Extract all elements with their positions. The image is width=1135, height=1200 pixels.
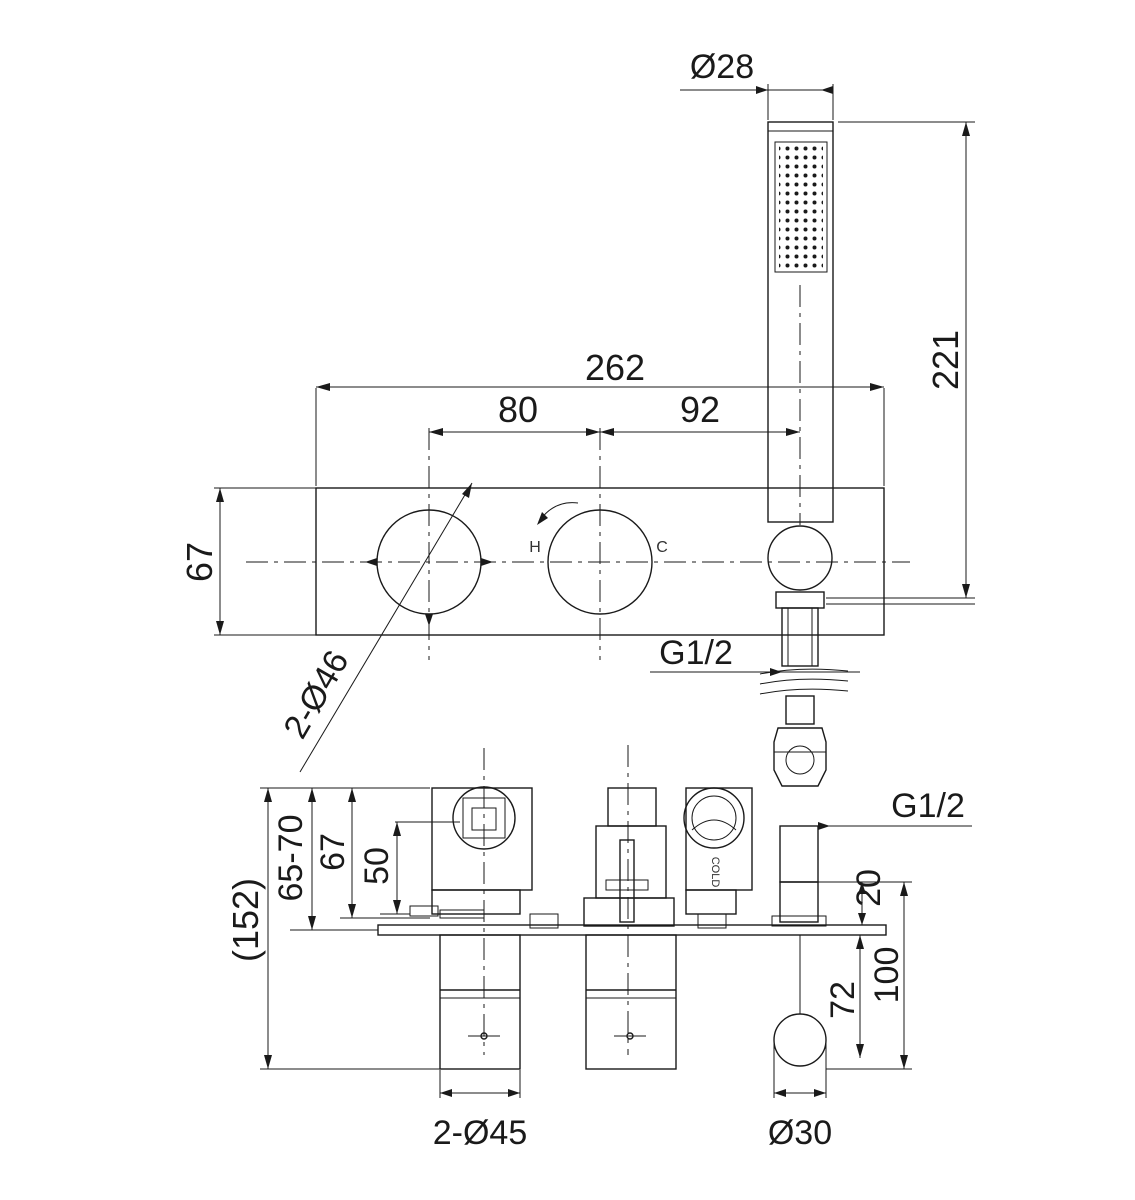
- valve-body-top: COLD: [377, 745, 887, 1070]
- knob-diameter-label: 2-Ø46: [276, 644, 356, 745]
- body-depth-label: 67: [314, 833, 352, 871]
- dim-outlet-diameter: Ø30: [768, 1040, 832, 1152]
- outlet-projection-label: 100: [868, 947, 906, 1004]
- dim-outlet-thread-front: G1/2: [650, 634, 860, 676]
- dim-hand-shower-diameter: Ø28: [680, 48, 834, 120]
- wall-outlet: [779, 881, 819, 923]
- diverter-knob-side: [585, 934, 677, 1070]
- hand-shower-diameter-label: Ø28: [690, 48, 754, 86]
- hand-shower-length-label: 221: [925, 330, 966, 390]
- dim-depths: (152) 65-70 67 50: [225, 787, 520, 1070]
- dim-plate-width: 262: [315, 347, 885, 486]
- dim-plate-height: 67: [179, 487, 316, 636]
- outlet-diameter-label: Ø30: [768, 1114, 832, 1152]
- hot-cold-knob-side: [439, 934, 521, 1070]
- hose-nut: [773, 727, 827, 787]
- dim-knob-side-diameter: 2-Ø45: [433, 1070, 528, 1152]
- cold-marking: COLD: [709, 857, 721, 888]
- plate-height-label: 67: [179, 542, 220, 582]
- dim-outlet-thread-top: G1/2: [780, 787, 972, 830]
- dim-knob-diameter: 2-Ø46: [276, 482, 473, 773]
- dim-hand-shower-length: 221: [838, 121, 975, 599]
- outlet-centre-label: 72: [824, 981, 862, 1019]
- outlet-height-label: 20: [850, 869, 888, 907]
- overall-depth-label: (152): [225, 878, 266, 962]
- outlet-spacing-label: 92: [680, 389, 720, 430]
- cold-inlet: [683, 787, 745, 849]
- adjust-range-label: 65-70: [272, 815, 310, 902]
- outlet-elbow: [773, 1013, 827, 1067]
- hot-label: H: [529, 539, 541, 556]
- hand-shower: [759, 121, 849, 787]
- front-plate: H C: [246, 428, 975, 660]
- outlet-thread-top-label: G1/2: [891, 787, 965, 825]
- cold-label: C: [656, 539, 668, 556]
- swivel-ball: [767, 525, 833, 591]
- spray-face: [774, 141, 828, 273]
- plate-width-label: 262: [585, 347, 645, 388]
- knob-side-diameter-label: 2-Ø45: [433, 1114, 528, 1152]
- outlet-thread-front-label: G1/2: [659, 634, 733, 672]
- dim-valve-spacing: 80 92: [429, 389, 800, 436]
- spray-holes: [779, 146, 823, 268]
- dim-outlet: 20 100 72: [818, 869, 912, 1070]
- valve-spacing-label: 80: [498, 389, 538, 430]
- inlet-depth-label: 50: [358, 847, 396, 885]
